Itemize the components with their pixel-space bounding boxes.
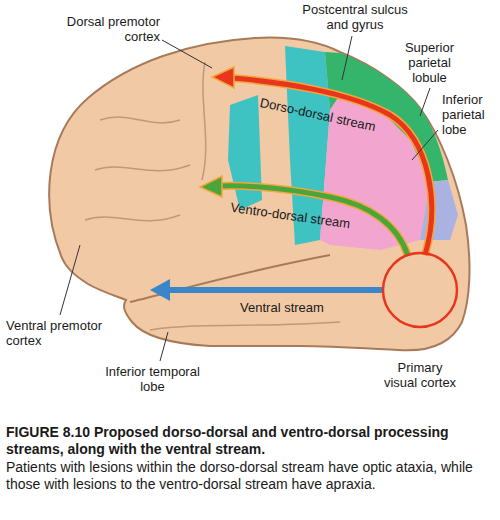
leader-line — [420, 88, 430, 116]
leader-line — [160, 332, 168, 361]
leader-line — [60, 245, 80, 315]
region-circle: Primary visual cortex — [380, 250, 460, 390]
arrowhead — [150, 279, 170, 301]
region-label: Postcentral sulcus and gyrus — [290, 2, 420, 32]
ventro-dorsal-arrow — [220, 186, 408, 256]
region-label: Dorsal premotor cortex — [42, 14, 160, 44]
gyrus-line — [202, 62, 206, 180]
circle-outline — [380, 250, 460, 330]
gyrus-line — [85, 215, 180, 221]
caption-body: Patients with lesions within the dorso-d… — [6, 459, 492, 493]
circle-outline — [383, 253, 457, 327]
region-label: Superior parietal lobule — [392, 40, 467, 85]
leader-line — [412, 130, 438, 160]
region-label: Ventral premotor cortex — [6, 318, 124, 348]
region-label: Inferior temporal lobe — [95, 364, 210, 394]
brain-outline — [49, 38, 469, 351]
gyrus-line — [150, 322, 340, 330]
stream-label: Dorso-dorsal stream — [259, 94, 377, 133]
arrowhead — [212, 67, 234, 88]
ventral-arrow — [168, 287, 383, 293]
gyrus-line — [100, 117, 180, 123]
teal-region — [228, 95, 262, 210]
sylvian-fissure — [130, 255, 330, 302]
stream-label: Ventral stream — [240, 300, 324, 315]
gyrus-line — [95, 165, 190, 171]
region-label: Primary visual cortex — [380, 360, 460, 390]
arrowhead — [200, 176, 222, 197]
region-label: Inferior parietal lobe — [442, 92, 496, 137]
lavender-region — [420, 180, 458, 240]
leader-line — [162, 40, 212, 68]
leader-line — [342, 36, 352, 80]
figure-caption: FIGURE 8.10 Proposed dorso-dorsal and ve… — [6, 424, 492, 458]
stream-arrow-outline — [220, 186, 408, 256]
stream-label: Ventro-dorsal stream — [229, 199, 351, 231]
